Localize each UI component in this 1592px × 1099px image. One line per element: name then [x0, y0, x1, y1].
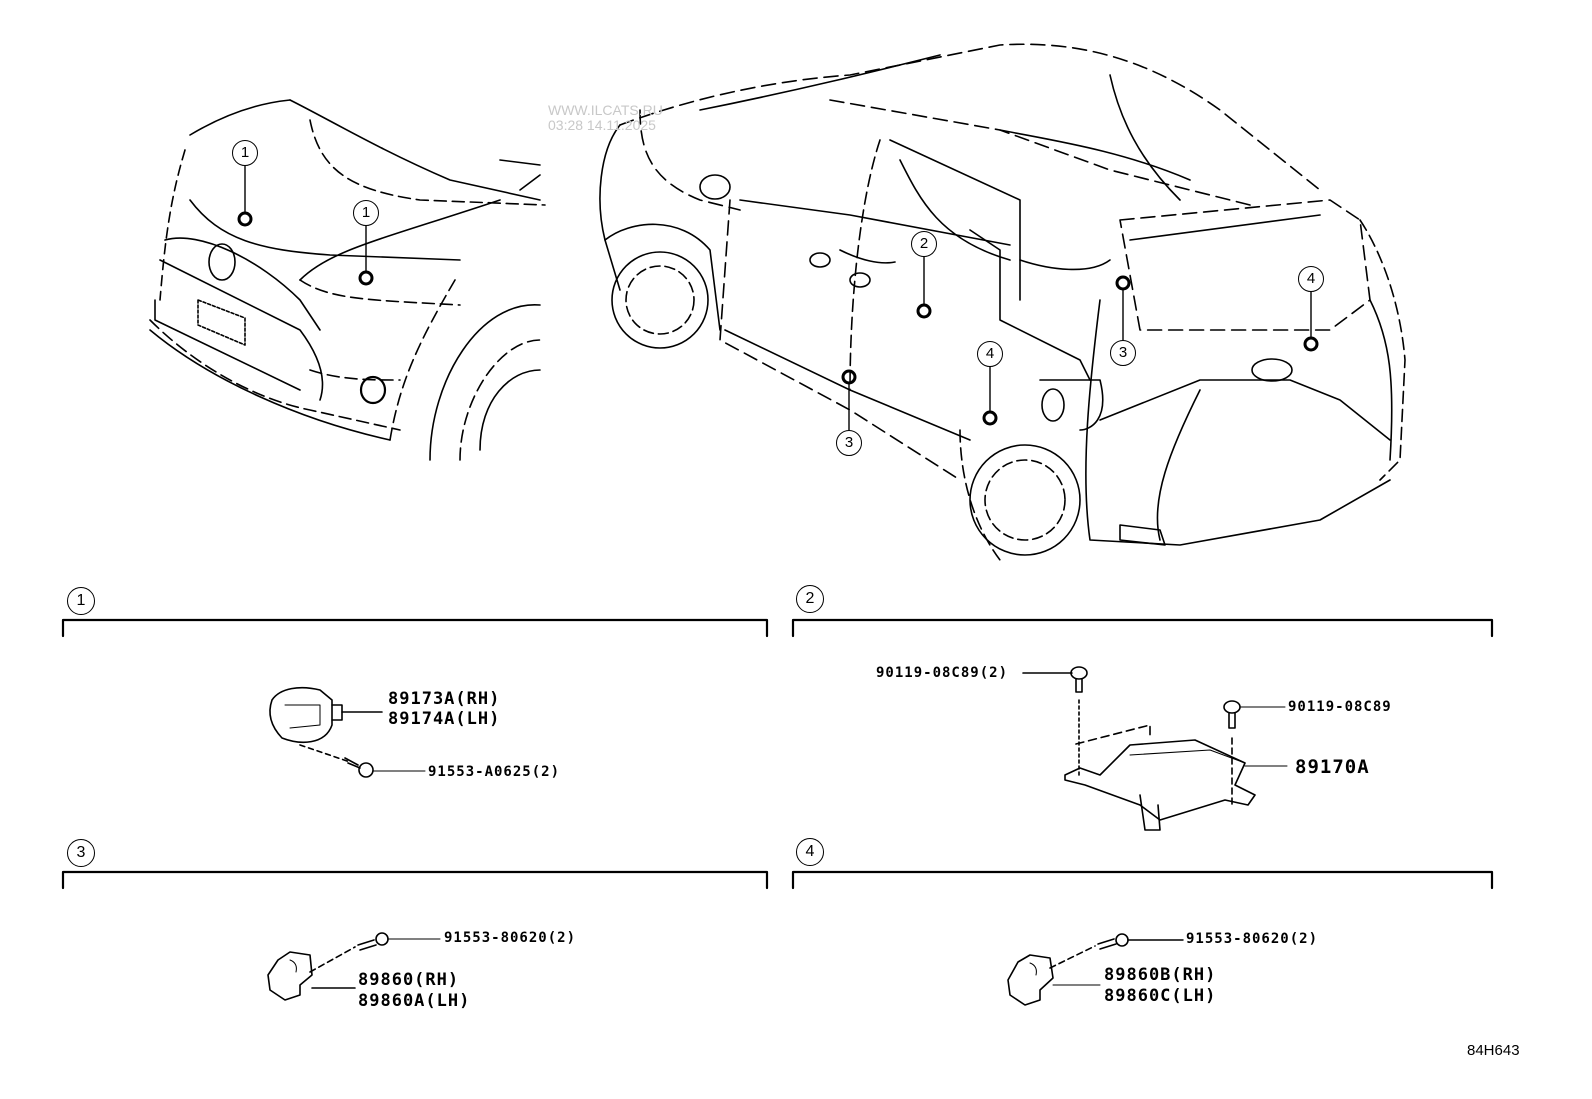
part-91553-A0625[interactable]: 91553-A0625(2) [428, 764, 561, 780]
part-91553-80620-sec4[interactable]: 91553-80620(2) [1186, 931, 1319, 947]
section-1-number: 1 [67, 587, 95, 615]
part-89173A-rh[interactable]: 89173A(RH) [388, 689, 501, 709]
diagram-code: 84H643 [1467, 1042, 1520, 1059]
part-89860-rh[interactable]: 89860(RH) [358, 970, 460, 990]
airbag-sensor-assembly-drawing [1022, 666, 1288, 831]
callout-2-door[interactable]: 2 [911, 231, 937, 257]
sensor-front-airbag-drawing [269, 686, 426, 778]
front-end-view [149, 99, 546, 461]
part-89170A[interactable]: 89170A [1295, 756, 1370, 778]
callout-1-front-left[interactable]: 1 [232, 140, 258, 166]
callout-3-rear-pillar[interactable]: 3 [1110, 340, 1136, 366]
side-sensor-rear-drawing [1007, 933, 1184, 1006]
part-89860C-lh[interactable]: 89860C(LH) [1104, 986, 1217, 1006]
watermark-site: WWW.ILCATS.RU [548, 102, 663, 118]
vehicle-view [599, 43, 1406, 561]
callout-3-sill[interactable]: 3 [836, 430, 862, 456]
part-89860A-lh[interactable]: 89860A(LH) [358, 991, 471, 1011]
part-89174A-lh[interactable]: 89174A(LH) [388, 709, 501, 729]
section-4-number: 4 [796, 838, 824, 866]
section-brackets [61, 618, 1494, 890]
part-91553-80620-sec3[interactable]: 91553-80620(2) [444, 930, 577, 946]
side-sensor-drawing [267, 932, 441, 1001]
part-89860B-rh[interactable]: 89860B(RH) [1104, 965, 1217, 985]
callout-1-front-right[interactable]: 1 [353, 200, 379, 226]
watermark-timestamp: 03:28 14.11.2025 [548, 117, 656, 133]
callout-4-rear-door[interactable]: 4 [977, 341, 1003, 367]
part-90119-08C89[interactable]: 90119-08C89 [1288, 699, 1392, 715]
part-90119-08C89-qty2[interactable]: 90119-08C89(2) [876, 665, 1009, 681]
section-2-number: 2 [796, 585, 824, 613]
callout-4-rear-quarter[interactable]: 4 [1298, 266, 1324, 292]
section-3-number: 3 [67, 839, 95, 867]
